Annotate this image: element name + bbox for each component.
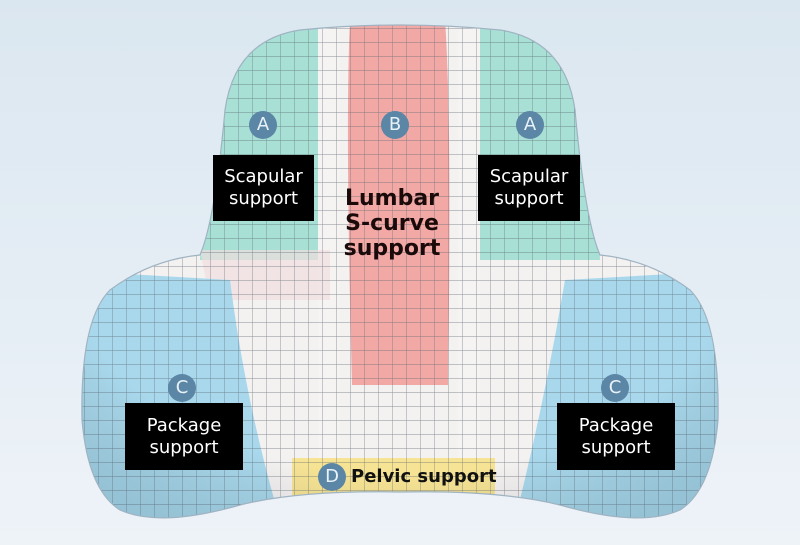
label-line: support: [149, 436, 219, 458]
label-line: support: [228, 188, 299, 209]
scapular-label-right: Scapular support: [478, 155, 580, 221]
label-line: Package: [146, 414, 222, 436]
zone-c-right-badge: C: [601, 374, 629, 402]
label-line: Package: [578, 414, 654, 436]
pelvic-label: Pelvic support: [351, 466, 497, 487]
label-line: Scapular: [489, 166, 569, 187]
label-line: support: [494, 188, 564, 209]
package-label-right: Package support: [557, 403, 675, 470]
zone-a-right-badge: A: [516, 111, 544, 139]
label-line: Lumbar: [344, 186, 440, 211]
zone-d-badge: D: [318, 463, 346, 491]
lumbar-label: Lumbar S-curve support: [335, 186, 449, 261]
package-label-left: Package support: [125, 403, 243, 470]
label-line: Scapular: [224, 166, 303, 187]
zone-b-badge: B: [381, 111, 409, 139]
label-line: S-curve: [345, 211, 439, 236]
zone-a-left-badge: A: [249, 111, 277, 139]
zone-c-left-badge: C: [168, 374, 196, 402]
label-line: support: [343, 236, 441, 261]
scapular-label-left: Scapular support: [213, 155, 314, 221]
label-line: support: [581, 436, 651, 458]
